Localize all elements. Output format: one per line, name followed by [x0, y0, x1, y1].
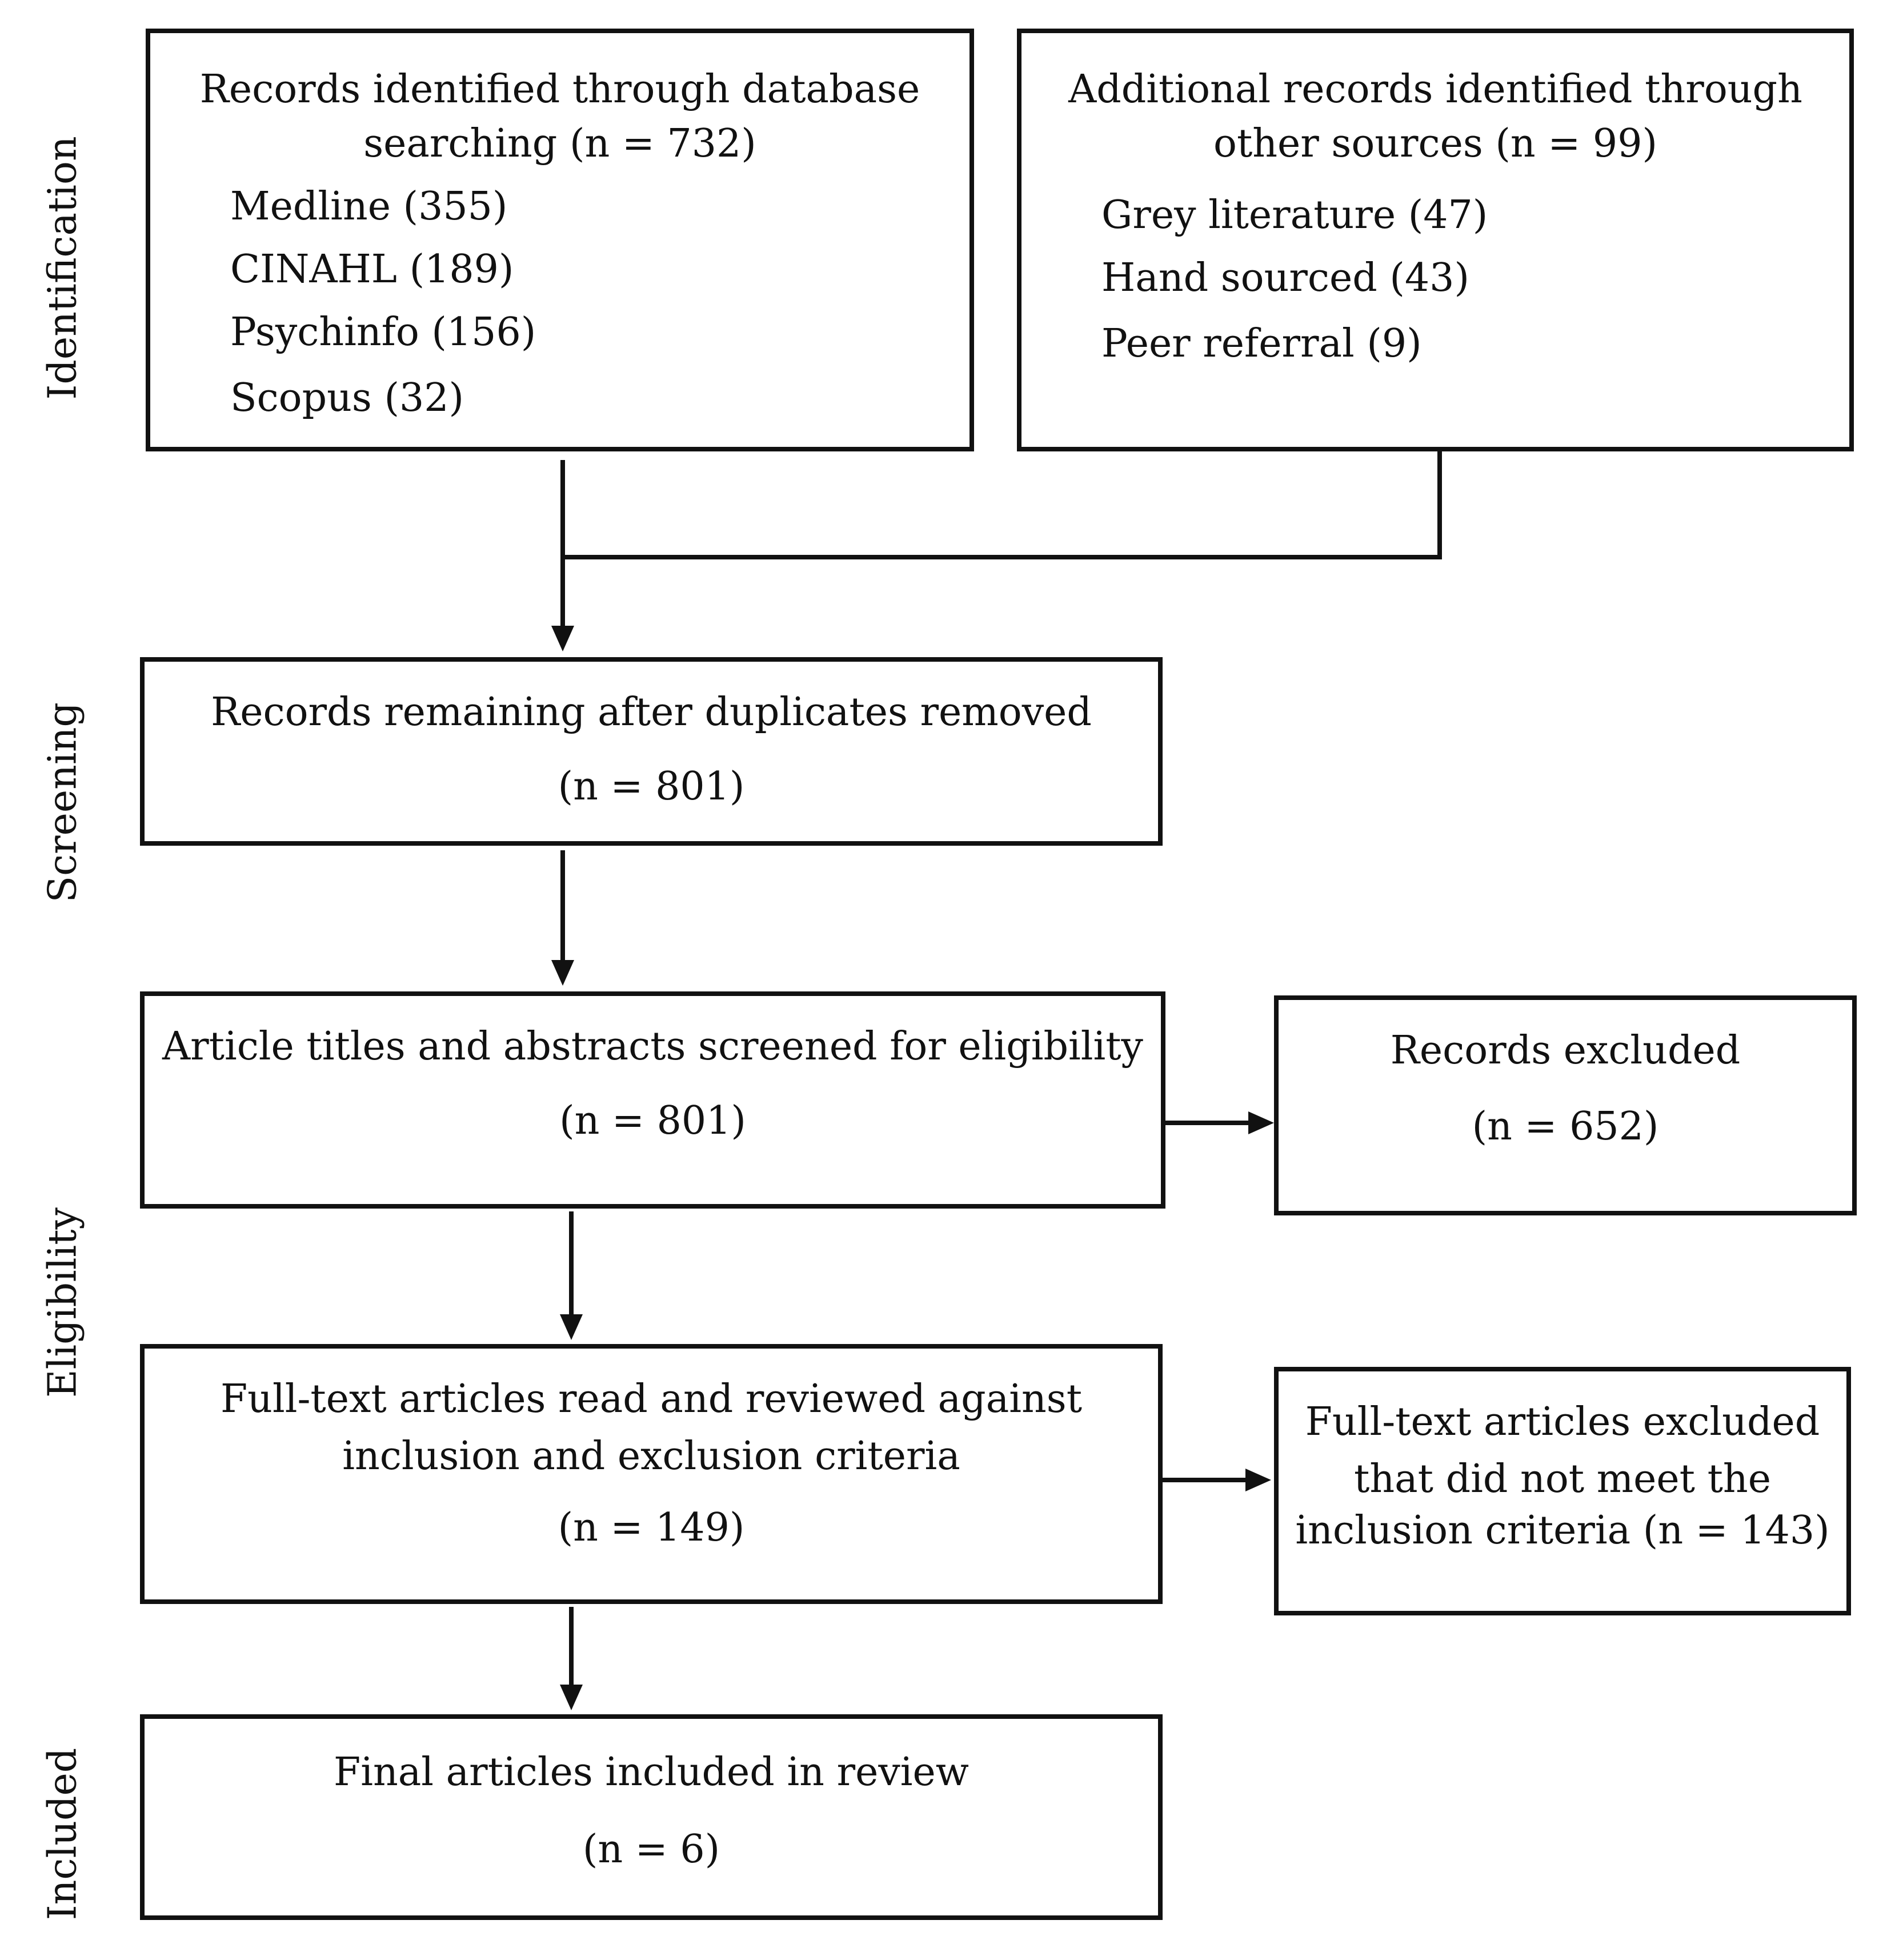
fulltext-excluded-box: Full-text articles excluded that did not… — [1274, 1367, 1851, 1615]
other-sources-title-line2: other sources (n = 99) — [1213, 121, 1657, 166]
final-included-line1: Final articles included in review — [334, 1750, 969, 1795]
other-sources-box: Additional records identified through ot… — [1017, 29, 1854, 451]
arrow-to-screened — [551, 960, 574, 986]
duplicates-removed-box: Records remaining after duplicates remov… — [140, 657, 1163, 846]
final-included-box: Final articles included in review (n = 6… — [140, 1714, 1163, 1920]
source-cinahl: CINAHL (189) — [230, 247, 514, 292]
screened-count: (n = 801) — [559, 1098, 746, 1143]
database-records-box: Records identified through database sear… — [146, 29, 974, 451]
source-hand-sourced: Hand sourced (43) — [1101, 255, 1469, 301]
database-records-title-line2: searching (n = 732) — [363, 121, 756, 166]
fulltext-excluded-line3: inclusion criteria (n = 143) — [1295, 1508, 1830, 1553]
source-medline: Medline (355) — [230, 184, 508, 229]
records-excluded-count: (n = 652) — [1472, 1104, 1659, 1149]
fulltext-reviewed-box: Full-text articles read and reviewed aga… — [140, 1344, 1163, 1604]
duplicates-removed-line1: Records remaining after duplicates remov… — [211, 690, 1092, 735]
database-records-title-line1: Records identified through database — [199, 67, 920, 112]
source-peer-referral: Peer referral (9) — [1101, 321, 1422, 366]
connector-other-merge — [563, 451, 1442, 559]
source-scopus: Scopus (32) — [230, 375, 464, 421]
records-excluded-box: Records excluded (n = 652) — [1274, 995, 1857, 1215]
screened-box: Article titles and abstracts screened fo… — [140, 991, 1165, 1209]
arrow-to-final — [560, 1685, 583, 1710]
arrow-to-fulltext-excluded — [1245, 1469, 1271, 1491]
final-included-count: (n = 6) — [582, 1827, 720, 1872]
fulltext-reviewed-count: (n = 149) — [558, 1505, 745, 1550]
duplicates-removed-count: (n = 801) — [558, 764, 745, 809]
source-psychinfo: Psychinfo (156) — [230, 310, 536, 355]
other-sources-title-line1: Additional records identified through — [1068, 67, 1802, 112]
records-excluded-line1: Records excluded — [1390, 1028, 1741, 1073]
screened-line1: Article titles and abstracts screened fo… — [162, 1024, 1143, 1069]
fulltext-reviewed-line1: Full-text articles read and reviewed aga… — [220, 1377, 1083, 1422]
fulltext-reviewed-line2: inclusion and exclusion criteria — [342, 1434, 960, 1479]
fulltext-excluded-line2: that did not meet the — [1354, 1457, 1771, 1502]
arrow-to-excluded — [1248, 1111, 1274, 1134]
fulltext-excluded-line1: Full-text articles excluded — [1305, 1399, 1820, 1445]
arrow-to-fulltext — [560, 1314, 583, 1340]
source-grey-literature: Grey literature (47) — [1101, 193, 1488, 238]
arrow-to-duplicates — [551, 626, 574, 651]
